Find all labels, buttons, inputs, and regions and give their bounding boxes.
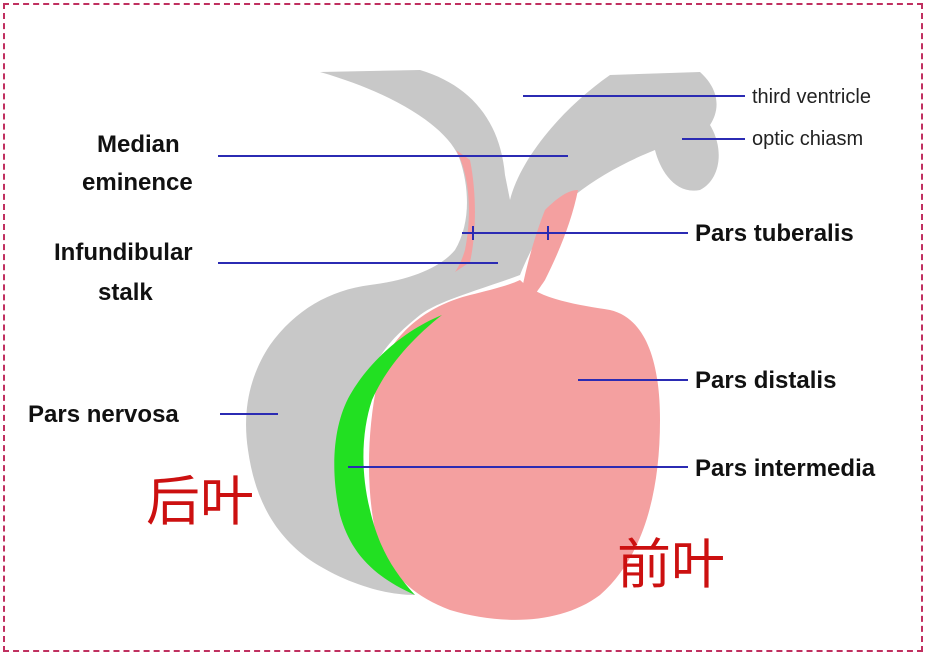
label-posterior-lobe-cn: 后叶 [146, 470, 254, 533]
label-third-ventricle: third ventricle [752, 86, 871, 108]
label-median-eminence-line1: Median [97, 131, 180, 158]
label-median-eminence-line2: eminence [82, 169, 193, 196]
label-optic-chiasm: optic chiasm [752, 128, 863, 150]
label-pars-distalis: Pars distalis [695, 367, 836, 394]
label-pars-nervosa: Pars nervosa [28, 401, 179, 428]
label-infundibular-stalk-line1: Infundibular [54, 239, 193, 266]
label-anterior-lobe-cn: 前叶 [617, 533, 725, 596]
label-pars-intermedia: Pars intermedia [695, 455, 876, 482]
label-infundibular-stalk-line2: stalk [98, 279, 153, 306]
label-pars-tuberalis: Pars tuberalis [695, 220, 854, 247]
